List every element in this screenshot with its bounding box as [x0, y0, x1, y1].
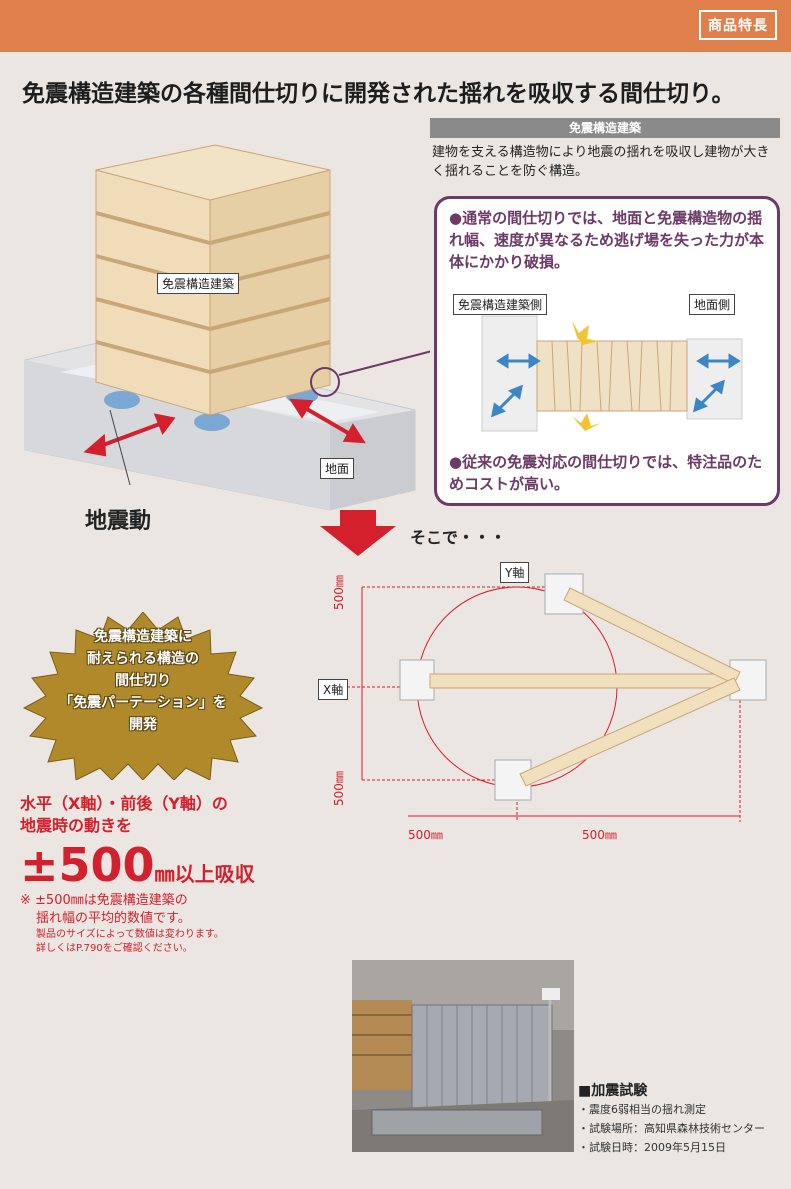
callout-point-2: ●従来の免震対応の間仕切りでは、特注品のためコストが高い。: [449, 453, 763, 493]
dim-top: 500㎜: [332, 575, 346, 610]
test-item: ・震度6弱相当の揺れ測定: [578, 1103, 706, 1116]
ground-label: 地面: [320, 458, 355, 479]
dim-bottom: 500㎜: [332, 771, 346, 806]
motion-diagram: [342, 573, 767, 822]
starburst-badge: [22, 612, 264, 780]
absorb-description: 水平（X軸）・前後（Y軸）の 地震時の動きを: [20, 794, 228, 835]
transition-text: そこで・・・: [410, 528, 507, 547]
header-band: [0, 0, 791, 52]
partition-damage-figure: [481, 315, 743, 432]
building-illustration: [24, 144, 430, 511]
x-axis-label: X軸: [318, 679, 349, 700]
absorb-value: ±500㎜以上吸収: [20, 838, 255, 892]
test-details: ・震度6弱相当の揺れ測定 ・試験場所：高知県森林技術センター ・試験日時：200…: [578, 1100, 765, 1157]
absorb-note: ※ ±500㎜は免震構造建築の 揺れ幅の平均的数値です。 製品のサイズによって数…: [20, 893, 224, 954]
product-feature-badge: 商品特長: [699, 10, 777, 40]
shake-test-photo: [352, 960, 574, 1152]
definition-title: 免震構造建築: [430, 118, 780, 138]
page-headline: 免震構造建築の各種間仕切りに開発された揺れを吸収する間仕切り。: [22, 81, 735, 107]
definition-text: 建物を支える構造物により地震の揺れを吸収し建物が大きく揺れることを防ぐ構造。: [432, 145, 770, 179]
test-title: ■加震試験: [578, 1083, 648, 1099]
problem-callout: ●通常の間仕切りでは、地面と免震構造物の揺れ幅、速度が異なるため逃げ場を失った力…: [434, 196, 780, 506]
dim-right: 500㎜: [582, 828, 617, 842]
dim-left: 500㎜: [408, 828, 443, 842]
starburst-text: 免震構造建築に 耐えられる構造の 間仕切り 「免震パーテーション」を 開発: [59, 629, 227, 733]
building-side-label: 免震構造建築側: [453, 294, 548, 315]
ground-side-label: 地面側: [689, 294, 736, 315]
building-label: 免震構造建築: [157, 273, 240, 294]
test-item: ・試験場所：高知県森林技術センター: [578, 1122, 765, 1135]
test-item: ・試験日時：2009年5月15日: [578, 1141, 726, 1154]
y-axis-label: Y軸: [500, 562, 530, 583]
down-arrow-icon: [320, 510, 396, 556]
callout-point-1: ●通常の間仕切りでは、地面と免震構造物の揺れ幅、速度が異なるため逃げ場を失った力…: [449, 209, 765, 271]
quake-label: 地震動: [85, 509, 152, 534]
